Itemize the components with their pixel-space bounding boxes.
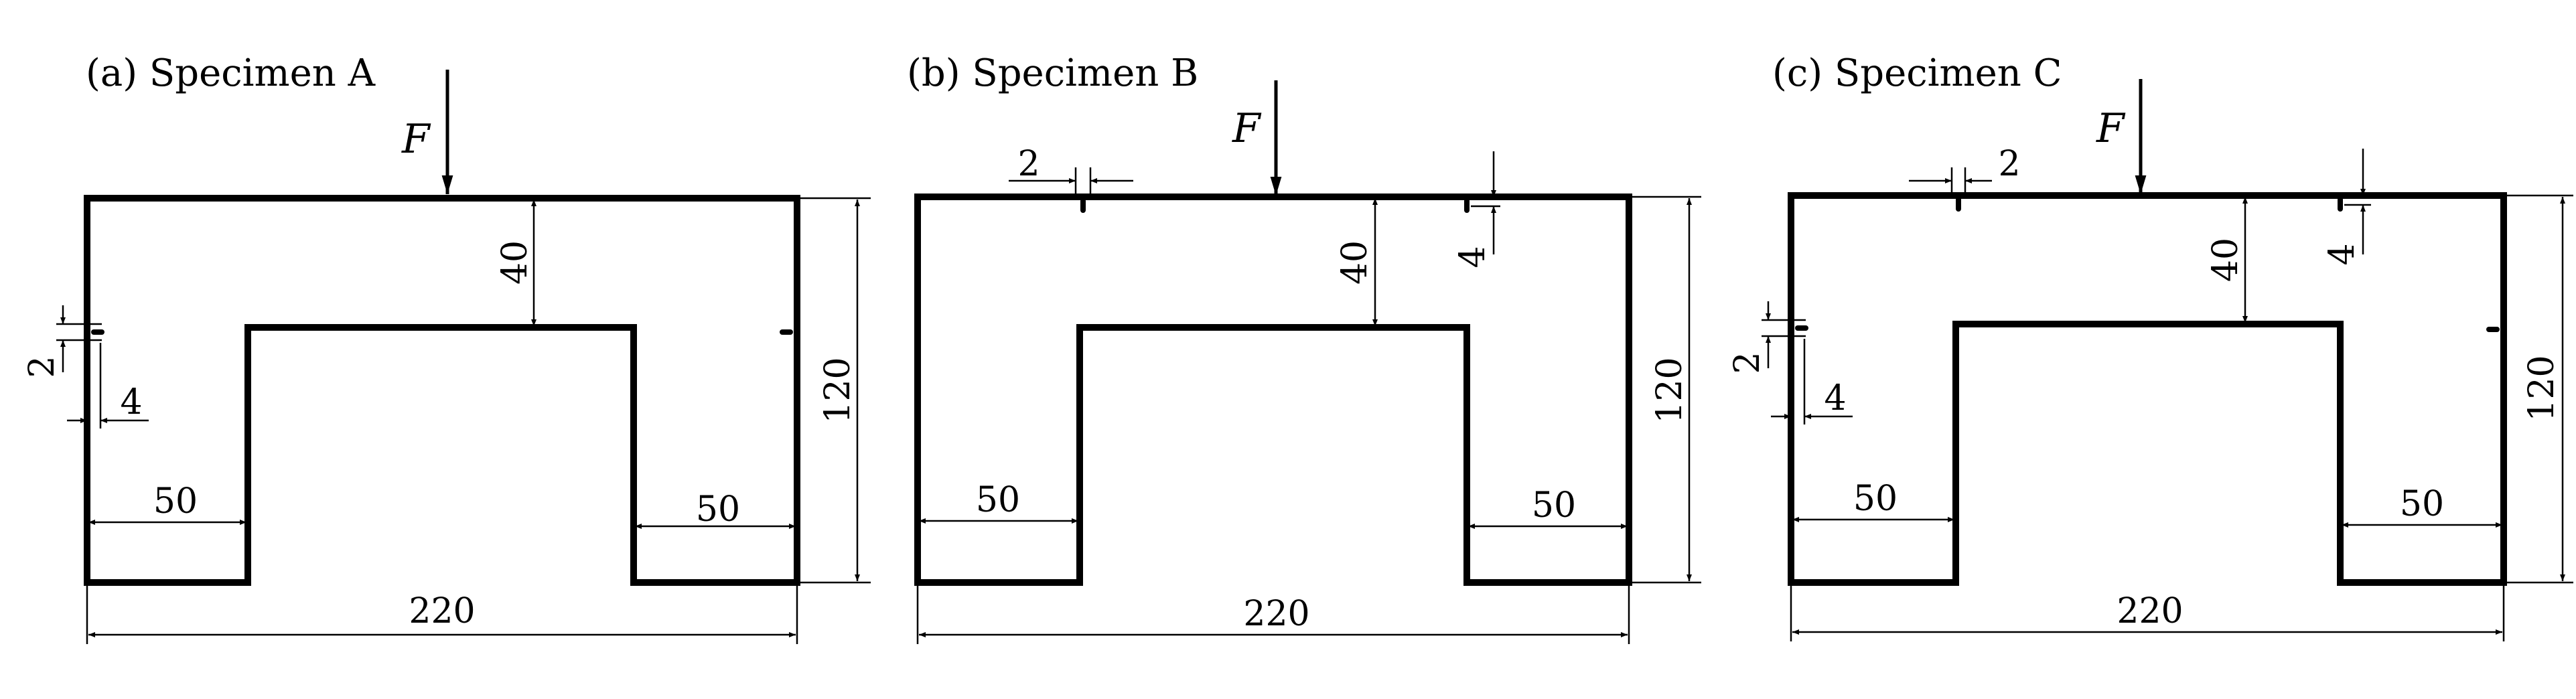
- specimen-a-dim-120-label: 120: [818, 357, 858, 423]
- specimen-b-dim-50-right-label: 50: [1532, 485, 1576, 526]
- specimen-b-dim-40-label: 40: [1335, 240, 1375, 285]
- specimen-a-dim-4-label: 4: [120, 382, 142, 422]
- specimen-b-panel: (b) Specimen B F 2 4 40 120 220 5: [907, 52, 1701, 644]
- specimen-c-dim-4-side-label: 4: [1824, 378, 1846, 418]
- specimen-c-dim-50-left-label: 50: [1853, 479, 1898, 519]
- specimen-a-panel: (a) Specimen A F 40 120 220 50 50: [22, 52, 871, 644]
- specimen-a-force-label: F: [401, 116, 431, 163]
- specimen-a-outline: [84, 195, 800, 586]
- specimen-b-force-label: F: [1232, 105, 1262, 152]
- specimen-c-dim-50-right-label: 50: [2400, 484, 2444, 524]
- specimen-b-outline: [914, 193, 1632, 586]
- specimen-c-dim-2-top-label: 2: [1998, 144, 2020, 184]
- specimen-c-title: (c) Specimen C: [1772, 52, 2062, 95]
- specimen-a-dim-50-right-label: 50: [696, 489, 740, 530]
- specimen-b-dim-120-label: 120: [1650, 357, 1690, 423]
- specimen-c-dim-2-side-label: 2: [1727, 352, 1768, 374]
- specimen-b-dim-50-left-label: 50: [976, 480, 1020, 520]
- specimen-a-title: (a) Specimen A: [86, 52, 376, 95]
- specimen-c-force-label: F: [2096, 105, 2126, 152]
- specimen-a-dim-2-label: 2: [22, 356, 62, 378]
- specimen-c-dim-120-label: 120: [2522, 355, 2562, 421]
- specimen-a-dim-50-left-label: 50: [153, 481, 198, 522]
- specimen-c-dim-4-top-label: 4: [2322, 243, 2362, 265]
- specimen-b-title: (b) Specimen B: [907, 52, 1198, 95]
- specimen-c-dim-40-label: 40: [2206, 238, 2246, 282]
- specimen-c-outline: [1788, 192, 2507, 586]
- specimen-a-dim-220-label: 220: [409, 591, 475, 631]
- specimen-b-dim-2-label: 2: [1017, 144, 1040, 184]
- specimen-c-panel: (c) Specimen C F 2 4 2 4 40: [1727, 52, 2573, 641]
- specimen-b-dim-220-label: 220: [1243, 594, 1309, 634]
- specimen-b-dim-4-label: 4: [1453, 246, 1493, 268]
- specimen-a-dim-40-label: 40: [495, 240, 535, 285]
- specimen-c-dim-220-label: 220: [2117, 591, 2183, 631]
